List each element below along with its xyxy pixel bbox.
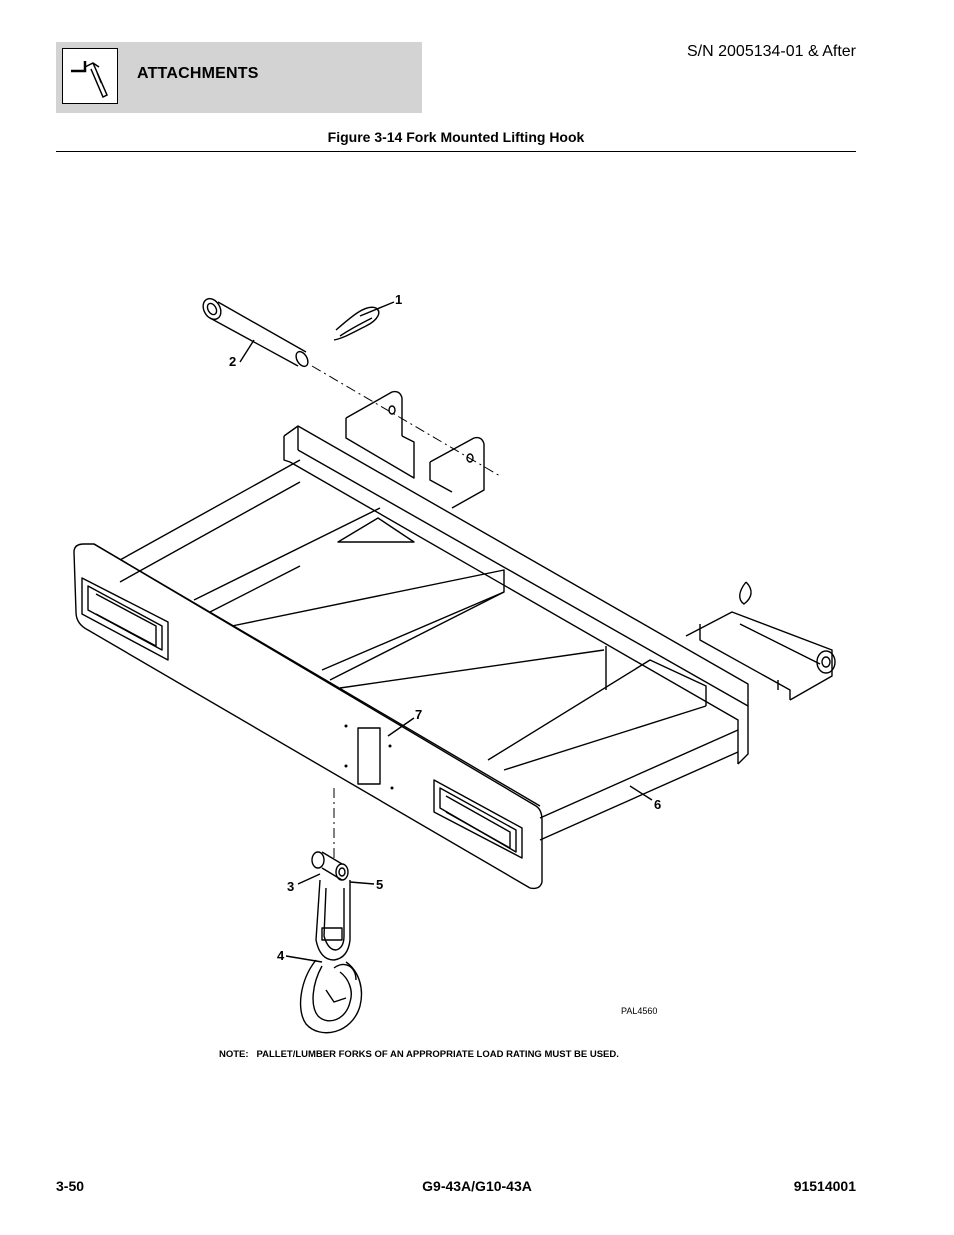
section-title: ATTACHMENTS (137, 65, 259, 82)
serial-number-range: S/N 2005134-01 & After (687, 43, 856, 60)
callout-4: 4 (277, 948, 285, 963)
pin-part (202, 297, 309, 368)
callout-6: 6 (654, 797, 662, 812)
attachment-hook-icon (62, 48, 118, 104)
callout-2: 2 (229, 354, 237, 369)
figure-code: PAL4560 (621, 1006, 658, 1016)
document-number: 91514001 (793, 1178, 856, 1194)
callout-1: 1 (395, 292, 403, 307)
figure-title: Figure 3-14 Fork Mounted Lifting Hook (327, 129, 585, 145)
callout-3: 3 (287, 879, 295, 894)
safety-note: NOTE: PALLET/LUMBER FORKS OF AN APPROPRI… (219, 1049, 619, 1060)
callout-7: 7 (415, 707, 423, 722)
page-number: 3-50 (56, 1178, 85, 1194)
header-rule (56, 151, 856, 152)
model-number: G9-43A/G10-43A (422, 1178, 532, 1194)
callout-5: 5 (376, 877, 384, 892)
clip-part (333, 306, 380, 341)
